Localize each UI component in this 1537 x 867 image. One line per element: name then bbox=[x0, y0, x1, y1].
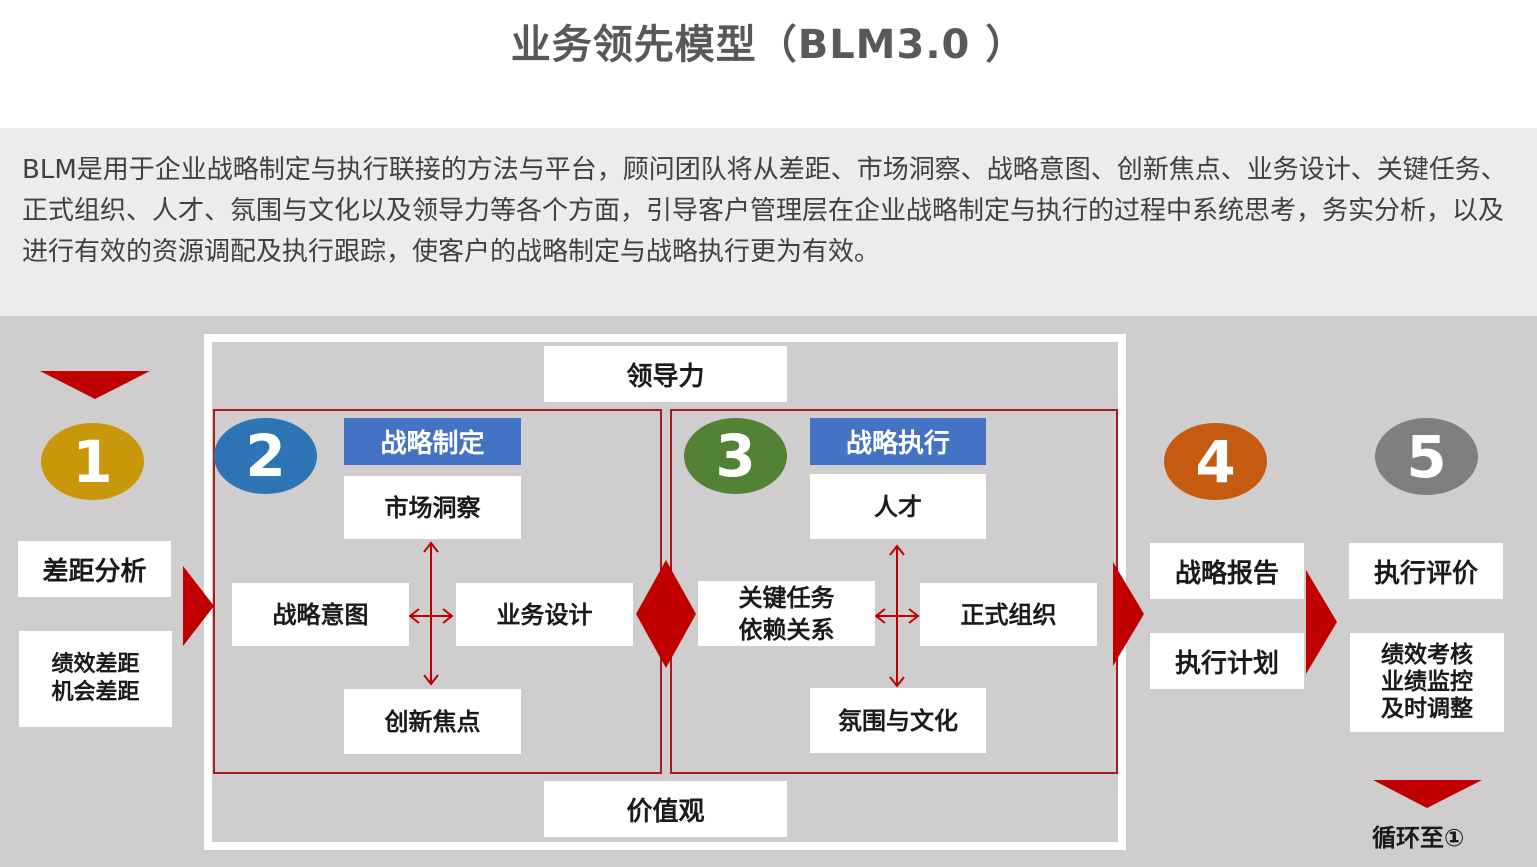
innovation-focus-box: 创新焦点 bbox=[344, 689, 521, 754]
execution-plan-box: 执行计划 bbox=[1150, 633, 1304, 689]
talent-box: 人才 bbox=[810, 474, 986, 539]
diamond-2-3 bbox=[636, 560, 696, 668]
cross-arrow-3 bbox=[874, 544, 920, 688]
business-design-box: 业务设计 bbox=[456, 583, 633, 646]
step-5-badge: 5 bbox=[1375, 418, 1478, 495]
strategy-execution-header: 战略执行 bbox=[810, 418, 986, 465]
formal-organization-box: 正式组织 bbox=[920, 583, 1097, 646]
loop-triangle bbox=[1373, 780, 1482, 808]
loop-label: 循环至① bbox=[1372, 824, 1465, 852]
execution-review-box: 执行评价 bbox=[1349, 543, 1503, 599]
step-4-number: 4 bbox=[1195, 427, 1236, 496]
step-3-number: 3 bbox=[715, 422, 756, 490]
strategy-formulation-header: 战略制定 bbox=[344, 418, 521, 465]
key-tasks-box: 关键任务 依赖关系 bbox=[698, 581, 875, 646]
cross-arrow-2 bbox=[408, 541, 454, 686]
step-5-number: 5 bbox=[1406, 422, 1447, 491]
climate-culture-box: 氛围与文化 bbox=[810, 688, 986, 753]
chevron-3-4 bbox=[1113, 562, 1144, 666]
page-title: 业务领先模型（BLM3.0 ） bbox=[510, 22, 1027, 68]
strategy-report-box: 战略报告 bbox=[1150, 543, 1304, 599]
chevron-1-2 bbox=[183, 566, 214, 646]
intro-text: BLM是用于企业战略制定与执行联接的方法与平台，顾问团队将从差距、市场洞察、战略… bbox=[22, 155, 1507, 267]
start-triangle bbox=[40, 371, 150, 399]
intro-panel: BLM是用于企业战略制定与执行联接的方法与平台，顾问团队将从差距、市场洞察、战略… bbox=[0, 128, 1537, 316]
step-2-number: 2 bbox=[245, 422, 286, 490]
step-2-badge: 2 bbox=[214, 418, 317, 494]
market-insight-box: 市场洞察 bbox=[344, 476, 521, 539]
step-1-badge: 1 bbox=[41, 423, 144, 500]
gap-types-box: 绩效差距 机会差距 bbox=[19, 631, 172, 727]
step-3-badge: 3 bbox=[684, 418, 787, 494]
chevron-4-5 bbox=[1306, 570, 1337, 674]
values-box: 价值观 bbox=[544, 781, 787, 837]
step-1-number: 1 bbox=[72, 427, 113, 496]
strategic-intent-box: 战略意图 bbox=[232, 583, 409, 646]
performance-review-box: 绩效考核 业绩监控 及时调整 bbox=[1350, 633, 1504, 732]
gap-analysis-box: 差距分析 bbox=[18, 541, 171, 597]
step-4-badge: 4 bbox=[1164, 423, 1267, 500]
leadership-box: 领导力 bbox=[544, 346, 787, 402]
